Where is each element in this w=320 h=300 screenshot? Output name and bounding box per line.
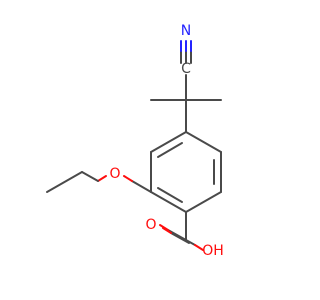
nitrile-triple-bond bbox=[180, 40, 192, 64]
benzene-ring bbox=[150, 131, 222, 213]
hydroxyl-label: OH bbox=[202, 243, 224, 259]
ethoxy-group bbox=[46, 171, 152, 193]
nitrile-carbon-label: C bbox=[181, 61, 191, 77]
carbonyl-oxygen-label: O bbox=[145, 217, 156, 233]
carboxylic-acid bbox=[159, 211, 204, 251]
nitrile-nitrogen-label: N bbox=[181, 23, 191, 39]
quaternary-carbon-bonds bbox=[150, 74, 222, 133]
chemical-structure: N C O O OH bbox=[46, 23, 224, 259]
ether-oxygen-label: O bbox=[109, 166, 120, 182]
